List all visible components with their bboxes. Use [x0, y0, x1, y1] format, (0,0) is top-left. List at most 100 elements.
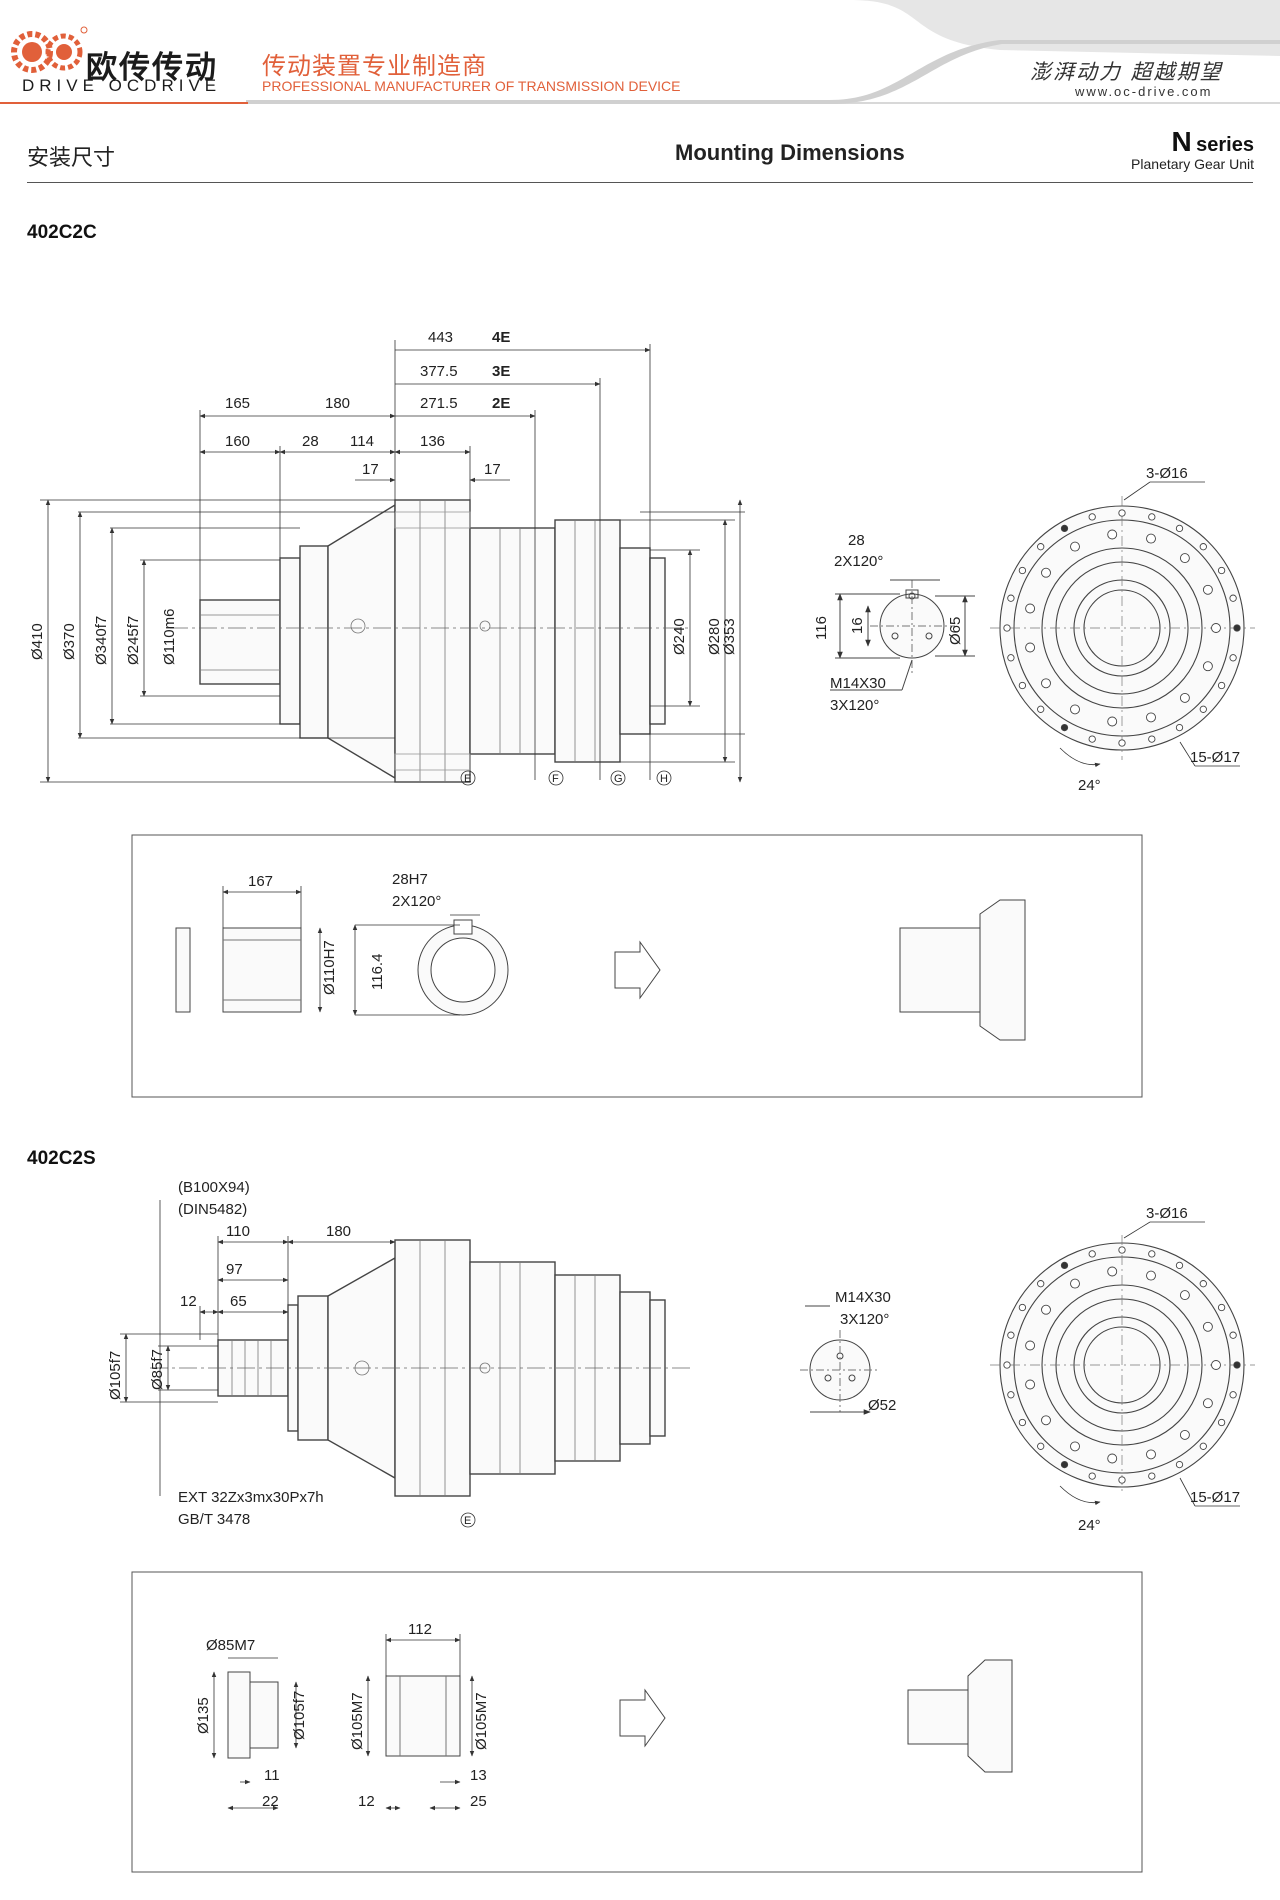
hollow-shaft-panel-1	[131, 834, 1143, 1098]
coupling-11: 11	[264, 1767, 280, 1784]
bolt-hole	[1037, 705, 1045, 713]
bolt-hole	[1003, 1361, 1011, 1369]
spline-spec-ext: EXT 32Zx3mx30Px7h	[178, 1489, 324, 1506]
bolt-hole	[1088, 735, 1096, 743]
bolt-hole	[1037, 1280, 1045, 1288]
bolt-hole	[1088, 1472, 1096, 1480]
hollow-shaft-dims-1	[222, 886, 480, 1016]
coupling-12: 12	[358, 1793, 375, 1810]
dim-97: 97	[226, 1261, 243, 1278]
bolt-hole	[1229, 1331, 1237, 1339]
thread-m14x30: M14X30	[830, 675, 886, 692]
flange-leaders-2	[1059, 1221, 1240, 1507]
coupling-parts-2	[227, 1659, 1013, 1773]
coupling-phi135: Ø135	[195, 1697, 212, 1734]
section-markers-1	[460, 770, 672, 786]
bolt-hole	[1118, 1246, 1126, 1254]
coupling-22: 22	[262, 1793, 279, 1810]
bolt-hole	[1233, 1361, 1241, 1369]
thread-m14x30-2: M14X30	[835, 1289, 891, 1306]
bolt-hole	[1107, 1453, 1118, 1464]
dim-phi370: Ø370	[61, 623, 78, 660]
bolt-hole	[1070, 541, 1080, 552]
bolt-hole	[1060, 1261, 1069, 1270]
bolt-hole	[1118, 1476, 1126, 1484]
bolt-hole	[1107, 529, 1118, 540]
bolt-hole	[1018, 1303, 1027, 1312]
bolt-hole	[1211, 1360, 1221, 1370]
dim-136: 136	[420, 433, 445, 450]
gear-unit-side-view-1	[199, 499, 666, 783]
bolt-hole	[1202, 661, 1213, 672]
dim-phi110: Ø110m6	[161, 609, 178, 665]
dim-phi280: Ø280	[706, 618, 723, 655]
bolt-hole	[1146, 712, 1156, 723]
dim-2e: 2E	[492, 395, 510, 412]
shaft-phi52: Ø52	[868, 1397, 896, 1414]
dim-3e: 3E	[492, 363, 510, 380]
bolt-hole	[1199, 1442, 1207, 1450]
hollow-shaft-text-1: 167 Ø110H7 28H7 2X120° 116.4	[248, 871, 441, 995]
bolt-hole	[1175, 524, 1184, 533]
section-labels-1: E F G H	[464, 773, 668, 785]
coupling-text-2: Ø85M7 Ø135 Ø105f7 11 22 112 Ø105M7 Ø105M…	[195, 1621, 490, 1810]
dim-180: 180	[325, 395, 350, 412]
bolt-hole	[1018, 566, 1027, 575]
thread-3x120: 3X120°	[830, 697, 879, 714]
marker-f: F	[552, 773, 559, 785]
dim-phi410: Ø410	[29, 623, 46, 660]
bolt-hole	[1060, 524, 1069, 533]
dimension-text-2: (B100X94) (DIN5482) 110 180 97 12 65 Ø10…	[107, 1179, 351, 1528]
bolt-hole	[1175, 723, 1184, 732]
bolt-hole	[1070, 1441, 1080, 1452]
brand-name-en: DRIVE OCDRIVE	[22, 76, 222, 95]
bolt-hole	[1179, 1429, 1190, 1440]
bolt-hole	[1041, 1415, 1051, 1426]
bolt-hole	[1060, 1460, 1069, 1469]
hollow-height-116-4: 116.4	[369, 954, 386, 990]
coupling-112: 112	[408, 1621, 432, 1638]
shaft-phi65: Ø65	[947, 617, 964, 645]
header-band	[0, 0, 1280, 104]
bolt-hole	[1148, 1250, 1156, 1258]
dim-phi85f7: Ø85f7	[149, 1349, 166, 1390]
bolt-hole	[1229, 654, 1237, 662]
bolt-hole	[1041, 567, 1051, 578]
marker-g: G	[614, 773, 623, 785]
bolt-hole	[1107, 1266, 1118, 1277]
bolt-hole	[1179, 1290, 1190, 1301]
shaft-end-view-2	[800, 1305, 880, 1415]
dim-phi105f7: Ø105f7	[107, 1351, 124, 1400]
website-link[interactable]: www.oc-drive.com	[1075, 84, 1213, 99]
dimension-lines-2	[120, 1200, 396, 1496]
flange-leaders-1	[1059, 481, 1240, 768]
bolt-hole	[1202, 1321, 1213, 1332]
coupling-phi85m7: Ø85M7	[206, 1637, 255, 1654]
coupling-dims-2	[211, 1634, 475, 1811]
tagline-cn: 传动装置专业制造商	[262, 53, 487, 80]
key-depth-16: 16	[849, 617, 866, 634]
bolt-hole	[1118, 509, 1126, 517]
bolt-hole	[1018, 681, 1027, 690]
bolt-hole	[1088, 513, 1096, 521]
title-divider	[27, 182, 1253, 183]
marker-e: E	[464, 773, 471, 785]
bolt-hole	[1217, 681, 1226, 690]
flange-text-1: 3-Ø16 15-Ø17 24°	[1078, 465, 1240, 794]
dim-17a: 17	[362, 461, 379, 478]
bolt-hole	[1070, 1278, 1080, 1289]
dim-17b: 17	[484, 461, 501, 478]
bolt-hole	[1148, 513, 1156, 521]
model-title-2: 402C2S	[27, 1148, 96, 1169]
spline-spec-gbt: GB/T 3478	[178, 1511, 250, 1528]
flange-holes-top-2: 3-Ø16	[1146, 1205, 1188, 1222]
coupling-phi105m7-a: Ø105M7	[349, 1692, 366, 1750]
key-angle-2x120: 2X120°	[834, 553, 883, 570]
dimension-text-1: 443 4E 377.5 3E 271.5 2E 165 180 160 28 …	[29, 329, 738, 665]
flange-angle: 24°	[1078, 777, 1101, 794]
bolt-hole	[1007, 654, 1015, 662]
bolt-hole	[1041, 678, 1051, 689]
dim-28: 28	[302, 433, 319, 450]
dim-4e: 4E	[492, 329, 510, 346]
dim-phi240: Ø240	[671, 618, 688, 655]
